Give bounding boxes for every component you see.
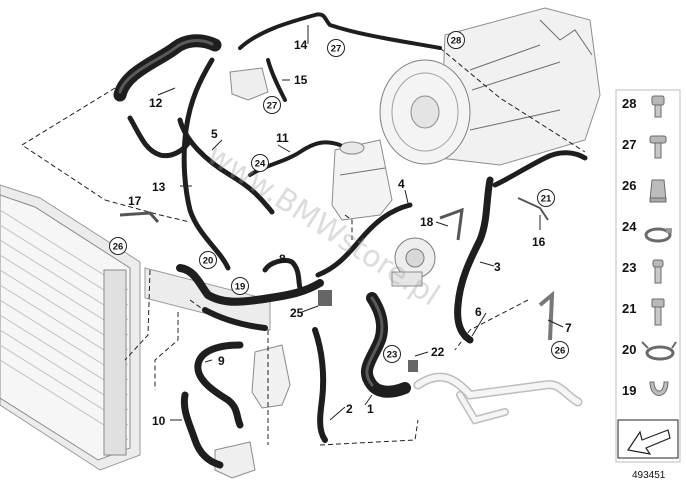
callout-9: 9 xyxy=(218,354,225,368)
svg-text:28: 28 xyxy=(622,96,636,111)
legend-row-26: 26 xyxy=(622,178,667,203)
legend-row-21: 21 xyxy=(622,298,665,326)
callout-16: 16 xyxy=(532,235,546,249)
hose-clamp-icon xyxy=(644,227,672,243)
circled-callout-24: 24 xyxy=(251,154,269,172)
callout-4: 4 xyxy=(398,177,405,191)
front-direction-arrow-icon xyxy=(626,429,671,455)
aux-coolant-pump xyxy=(251,344,291,409)
leader-lines xyxy=(157,25,564,421)
callout-1: 1 xyxy=(367,402,374,416)
hex-bolt-icon xyxy=(651,298,665,326)
svg-text:19: 19 xyxy=(622,383,636,398)
circled-callout-27a: 27 xyxy=(327,39,345,57)
callout-14: 14 xyxy=(294,38,308,52)
callout-8: 8 xyxy=(279,252,286,266)
circled-callout-23: 23 xyxy=(383,345,401,363)
callout-7: 7 xyxy=(565,321,572,335)
transmission-housing xyxy=(379,7,601,166)
flange-bolt-icon xyxy=(649,135,667,159)
callout-2: 2 xyxy=(346,402,353,416)
coolant-pipe-light xyxy=(413,372,583,425)
svg-text:24: 24 xyxy=(255,159,266,170)
callout-10: 10 xyxy=(152,414,166,428)
svg-text:26: 26 xyxy=(113,242,124,253)
reservoir-top xyxy=(229,67,269,101)
circled-callouts: 27 27 28 24 21 26 26 20 xyxy=(109,31,569,363)
legend-row-23: 23 xyxy=(622,259,664,284)
circled-callout-19: 19 xyxy=(231,277,249,295)
callout-18: 18 xyxy=(420,215,434,229)
svg-text:20: 20 xyxy=(203,256,214,267)
svg-text:26: 26 xyxy=(622,178,636,193)
svg-text:27: 27 xyxy=(331,44,342,55)
fastener-legend: 28 27 26 24 xyxy=(615,89,681,463)
reference-number: 493451 xyxy=(632,470,666,481)
legend-row-20: 20 xyxy=(622,341,677,361)
callout-15: 15 xyxy=(294,73,308,87)
svg-text:19: 19 xyxy=(235,282,246,293)
nut-insert-icon xyxy=(649,179,667,203)
svg-text:23: 23 xyxy=(387,350,398,361)
hose-network xyxy=(113,12,588,469)
legend-row-28: 28 xyxy=(622,95,665,118)
legend-row-24: 24 xyxy=(622,219,672,243)
circled-callout-27b: 27 xyxy=(263,96,281,114)
bolt-icon xyxy=(651,95,665,118)
water-pump xyxy=(391,237,436,287)
svg-text:27: 27 xyxy=(622,137,636,152)
circled-callout-26b: 26 xyxy=(551,341,569,359)
svg-text:28: 28 xyxy=(451,36,462,47)
svg-text:20: 20 xyxy=(622,342,636,357)
circled-callout-20: 20 xyxy=(199,251,217,269)
svg-text:27: 27 xyxy=(267,101,278,112)
part-callouts: 1 2 3 4 5 6 7 8 9 10 11 12 13 14 15 16 1… xyxy=(128,38,572,428)
aux-water-pump-bottom xyxy=(214,441,256,479)
callout-11: 11 xyxy=(276,131,289,145)
callout-22: 22 xyxy=(431,345,445,359)
dashed-guides xyxy=(21,47,586,446)
brackets xyxy=(119,197,555,372)
clip-icon xyxy=(649,381,669,396)
circled-callout-28: 28 xyxy=(447,31,465,49)
callout-13: 13 xyxy=(152,180,166,194)
svg-text:23: 23 xyxy=(622,260,636,275)
callout-3: 3 xyxy=(494,260,501,274)
callout-12: 12 xyxy=(149,96,163,110)
callout-17: 17 xyxy=(128,194,142,208)
legend-row-19: 19 xyxy=(622,381,669,398)
circled-callout-21: 21 xyxy=(537,189,555,207)
svg-text:21: 21 xyxy=(622,301,636,316)
screw-icon xyxy=(652,259,664,284)
direction-arrow-box xyxy=(617,419,679,459)
legend-row-27: 27 xyxy=(622,135,667,159)
spring-clamp-icon xyxy=(641,341,677,361)
callout-25: 25 xyxy=(290,306,304,320)
callout-5: 5 xyxy=(211,127,218,141)
circled-callout-26a: 26 xyxy=(109,237,127,255)
expansion-tank xyxy=(331,139,393,221)
svg-text:24: 24 xyxy=(622,219,637,234)
radiator-assembly xyxy=(0,184,271,471)
svg-text:21: 21 xyxy=(541,194,552,205)
callout-6: 6 xyxy=(475,305,482,319)
svg-text:26: 26 xyxy=(555,346,566,357)
